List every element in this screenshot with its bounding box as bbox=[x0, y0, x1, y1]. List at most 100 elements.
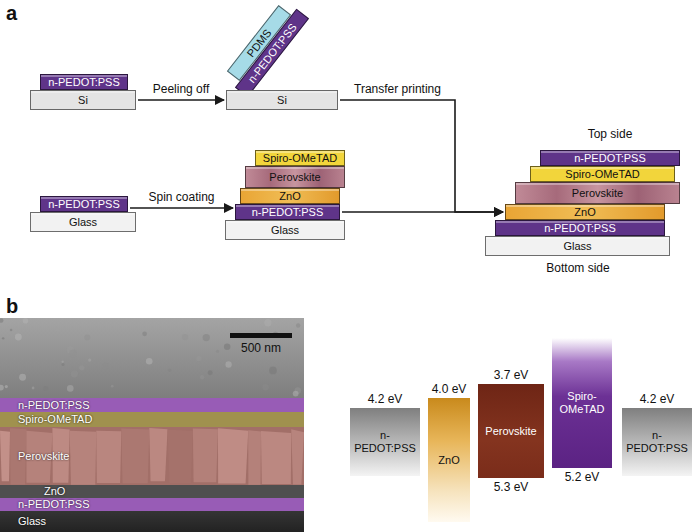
process-arrow bbox=[138, 99, 224, 101]
sem-speck bbox=[111, 385, 114, 388]
zno-layer: ZnO bbox=[505, 204, 665, 220]
layer-label: Glass bbox=[563, 240, 591, 253]
process-arrow bbox=[340, 100, 503, 212]
panel-letter: b bbox=[6, 295, 18, 318]
layer-label: n-PEDOT:PSS bbox=[48, 198, 120, 211]
layer-label: n-PEDOT:PSS bbox=[625, 429, 689, 455]
layer-label: Perovskite bbox=[18, 450, 69, 463]
sem-speck bbox=[56, 328, 59, 331]
layer-label: Perovskite bbox=[269, 171, 320, 184]
sem-speck bbox=[216, 350, 219, 353]
sem-film bbox=[0, 398, 304, 511]
sem-speck bbox=[62, 363, 65, 366]
sem-speck bbox=[102, 363, 108, 369]
layer-label: Si bbox=[277, 94, 287, 107]
sem-speck bbox=[79, 365, 84, 370]
si-wafer: Si bbox=[226, 90, 338, 110]
sem-speck bbox=[196, 356, 201, 361]
layer-label: Spiro-OMeTAD bbox=[18, 413, 92, 426]
glass-substrate: Glass bbox=[485, 236, 670, 256]
sem-layer-band: n-PEDOT:PSS bbox=[0, 398, 304, 412]
layer-label: n-PEDOT:PSS bbox=[353, 429, 417, 455]
layer-label: ZnO bbox=[44, 485, 65, 498]
sem-speck bbox=[262, 384, 269, 391]
spiro-layer: Spiro-OMeTAD bbox=[255, 150, 345, 166]
perovskite-layer: Perovskite bbox=[515, 182, 680, 204]
sem-speck bbox=[15, 334, 22, 341]
energy-level-box: 3.7 eVPerovskite5.3 eV bbox=[478, 384, 544, 478]
sem-speck bbox=[182, 334, 188, 340]
scale-bar-label: 500 nm bbox=[241, 342, 281, 356]
sem-speck bbox=[62, 361, 64, 363]
sem-speck bbox=[88, 358, 91, 361]
sem-glass bbox=[0, 511, 304, 532]
layer-label: Spiro-OMeTAD bbox=[263, 152, 337, 165]
process-arrow bbox=[130, 207, 233, 209]
sem-speck bbox=[19, 374, 26, 381]
layer-label: Si bbox=[78, 94, 88, 107]
energy-level-box: Spiro-OMeTAD5.2 eV bbox=[552, 338, 612, 468]
sem-speck bbox=[0, 385, 4, 391]
energy-level-value: 4.2 eV bbox=[592, 392, 700, 406]
layer-label: ZnO bbox=[279, 190, 300, 203]
side-label: Bottom side bbox=[546, 262, 609, 276]
sem-speck bbox=[142, 332, 147, 337]
energy-level-box: 4.2 eVn-PEDOT:PSS bbox=[350, 408, 420, 476]
sem-speck bbox=[0, 318, 3, 322]
process-arrow bbox=[342, 211, 503, 213]
layer-label: Spiro-OMeTAD bbox=[555, 390, 609, 416]
sem-speck bbox=[43, 386, 48, 391]
layer-label: Perovskite bbox=[572, 187, 623, 200]
sem-speck bbox=[293, 391, 299, 397]
pedot-film: n-PEDOT:PSS bbox=[40, 196, 128, 212]
sem-speck bbox=[10, 329, 12, 331]
pedot-film: n-PEDOT:PSS bbox=[235, 204, 340, 220]
sem-texture bbox=[0, 318, 304, 485]
pedot-film: n-PEDOT:PSS bbox=[540, 150, 680, 166]
layer-label: Perovskite bbox=[485, 425, 536, 438]
sem-speck bbox=[84, 334, 90, 340]
sem-speck bbox=[225, 361, 231, 367]
sem-speck bbox=[146, 358, 153, 365]
sem-speck bbox=[208, 370, 213, 375]
sem-speck bbox=[67, 385, 74, 392]
sem-speck bbox=[71, 370, 78, 377]
sem-speck bbox=[2, 337, 4, 339]
layer-label: n-PEDOT:PSS bbox=[544, 222, 616, 235]
layer-label: ZnO bbox=[438, 454, 459, 467]
sem-speck bbox=[269, 367, 277, 375]
step-label: Spin coating bbox=[146, 190, 216, 204]
layer-label: ZnO bbox=[574, 206, 595, 219]
sem-background bbox=[0, 318, 304, 398]
side-label: Top side bbox=[588, 128, 633, 142]
sem-layer-band: n-PEDOT:PSS bbox=[0, 498, 304, 511]
sem-speck bbox=[296, 323, 300, 327]
sem-layer-band: ZnO bbox=[0, 485, 304, 498]
sem-layer-band: Spiro-OMeTAD bbox=[0, 412, 304, 427]
layer-label: n-PEDOT:PSS bbox=[18, 399, 90, 412]
sem-speck bbox=[32, 387, 35, 390]
sem-speck bbox=[23, 318, 29, 324]
step-label: Transfer printing bbox=[352, 82, 443, 96]
layer-label: Glass bbox=[69, 216, 97, 229]
sem-speck bbox=[69, 350, 77, 358]
layer-label: n-PEDOT:PSS bbox=[18, 498, 90, 511]
pedot-film: n-PEDOT:PSS bbox=[495, 220, 665, 236]
layer-label: Glass bbox=[18, 515, 46, 528]
sem-speck bbox=[203, 334, 210, 341]
energy-level-value: 5.3 eV bbox=[448, 480, 574, 494]
layer-label: n-PEDOT:PSS bbox=[252, 206, 324, 219]
sem-speck bbox=[224, 344, 231, 351]
layer-label: n-PEDOT:PSS bbox=[574, 152, 646, 165]
energy-level-box: 4.0 eVZnO bbox=[428, 398, 470, 522]
sem-speck bbox=[200, 375, 204, 379]
sem-speck bbox=[5, 385, 8, 388]
sem-speck bbox=[264, 319, 271, 326]
glass-substrate: Glass bbox=[225, 220, 345, 240]
layer-label: Spiro-OMeTAD bbox=[565, 168, 639, 181]
sem-layer-band: Perovskite bbox=[0, 427, 304, 485]
panel-letter: a bbox=[6, 2, 17, 25]
si-wafer: Si bbox=[30, 90, 136, 110]
sem-speck bbox=[168, 368, 172, 372]
layer-label: Glass bbox=[271, 224, 299, 237]
